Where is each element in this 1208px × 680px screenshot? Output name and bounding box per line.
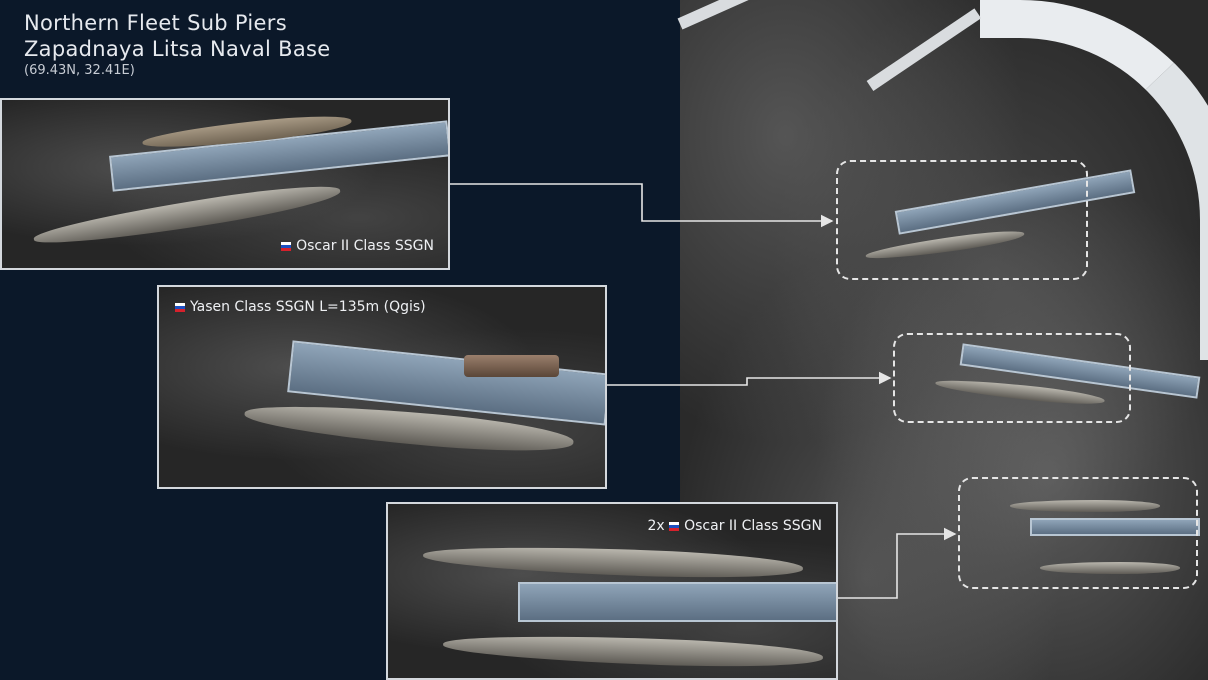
connector-3 <box>838 527 957 599</box>
inset3-pier <box>518 582 836 622</box>
callout-box-2 <box>893 333 1131 423</box>
connector-1 <box>450 183 834 228</box>
inset1-label: Oscar II Class SSGN <box>281 238 434 254</box>
inset3-label: 2x Oscar II Class SSGN <box>647 518 822 534</box>
callout-box-1 <box>836 160 1088 280</box>
connector-2 <box>607 371 892 386</box>
inset-oscar-ii: Oscar II Class SSGN <box>0 98 450 270</box>
callout-box-3 <box>958 477 1198 589</box>
russia-flag-icon <box>281 241 292 251</box>
overview-sub-3a <box>1010 500 1160 512</box>
inset2-label: Yasen Class SSGN L=135m (Qgis) <box>175 299 426 315</box>
inset2-vessel <box>464 355 559 377</box>
overview-sub-3b <box>1040 562 1180 574</box>
inset-2x-oscar-ii: 2x Oscar II Class SSGN <box>386 502 838 680</box>
page-title: Northern Fleet Sub Piers <box>24 11 287 35</box>
russia-flag-icon <box>175 302 185 312</box>
title-block: Northern Fleet Sub Piers Zapadnaya Litsa… <box>24 10 331 79</box>
russia-flag-icon <box>669 521 680 531</box>
coordinates-text: (69.43N, 32.41E) <box>24 63 135 78</box>
inset-yasen: Yasen Class SSGN L=135m (Qgis) <box>157 285 607 489</box>
page-subtitle: Zapadnaya Litsa Naval Base <box>24 37 331 61</box>
overview-pier-3 <box>1030 518 1200 536</box>
